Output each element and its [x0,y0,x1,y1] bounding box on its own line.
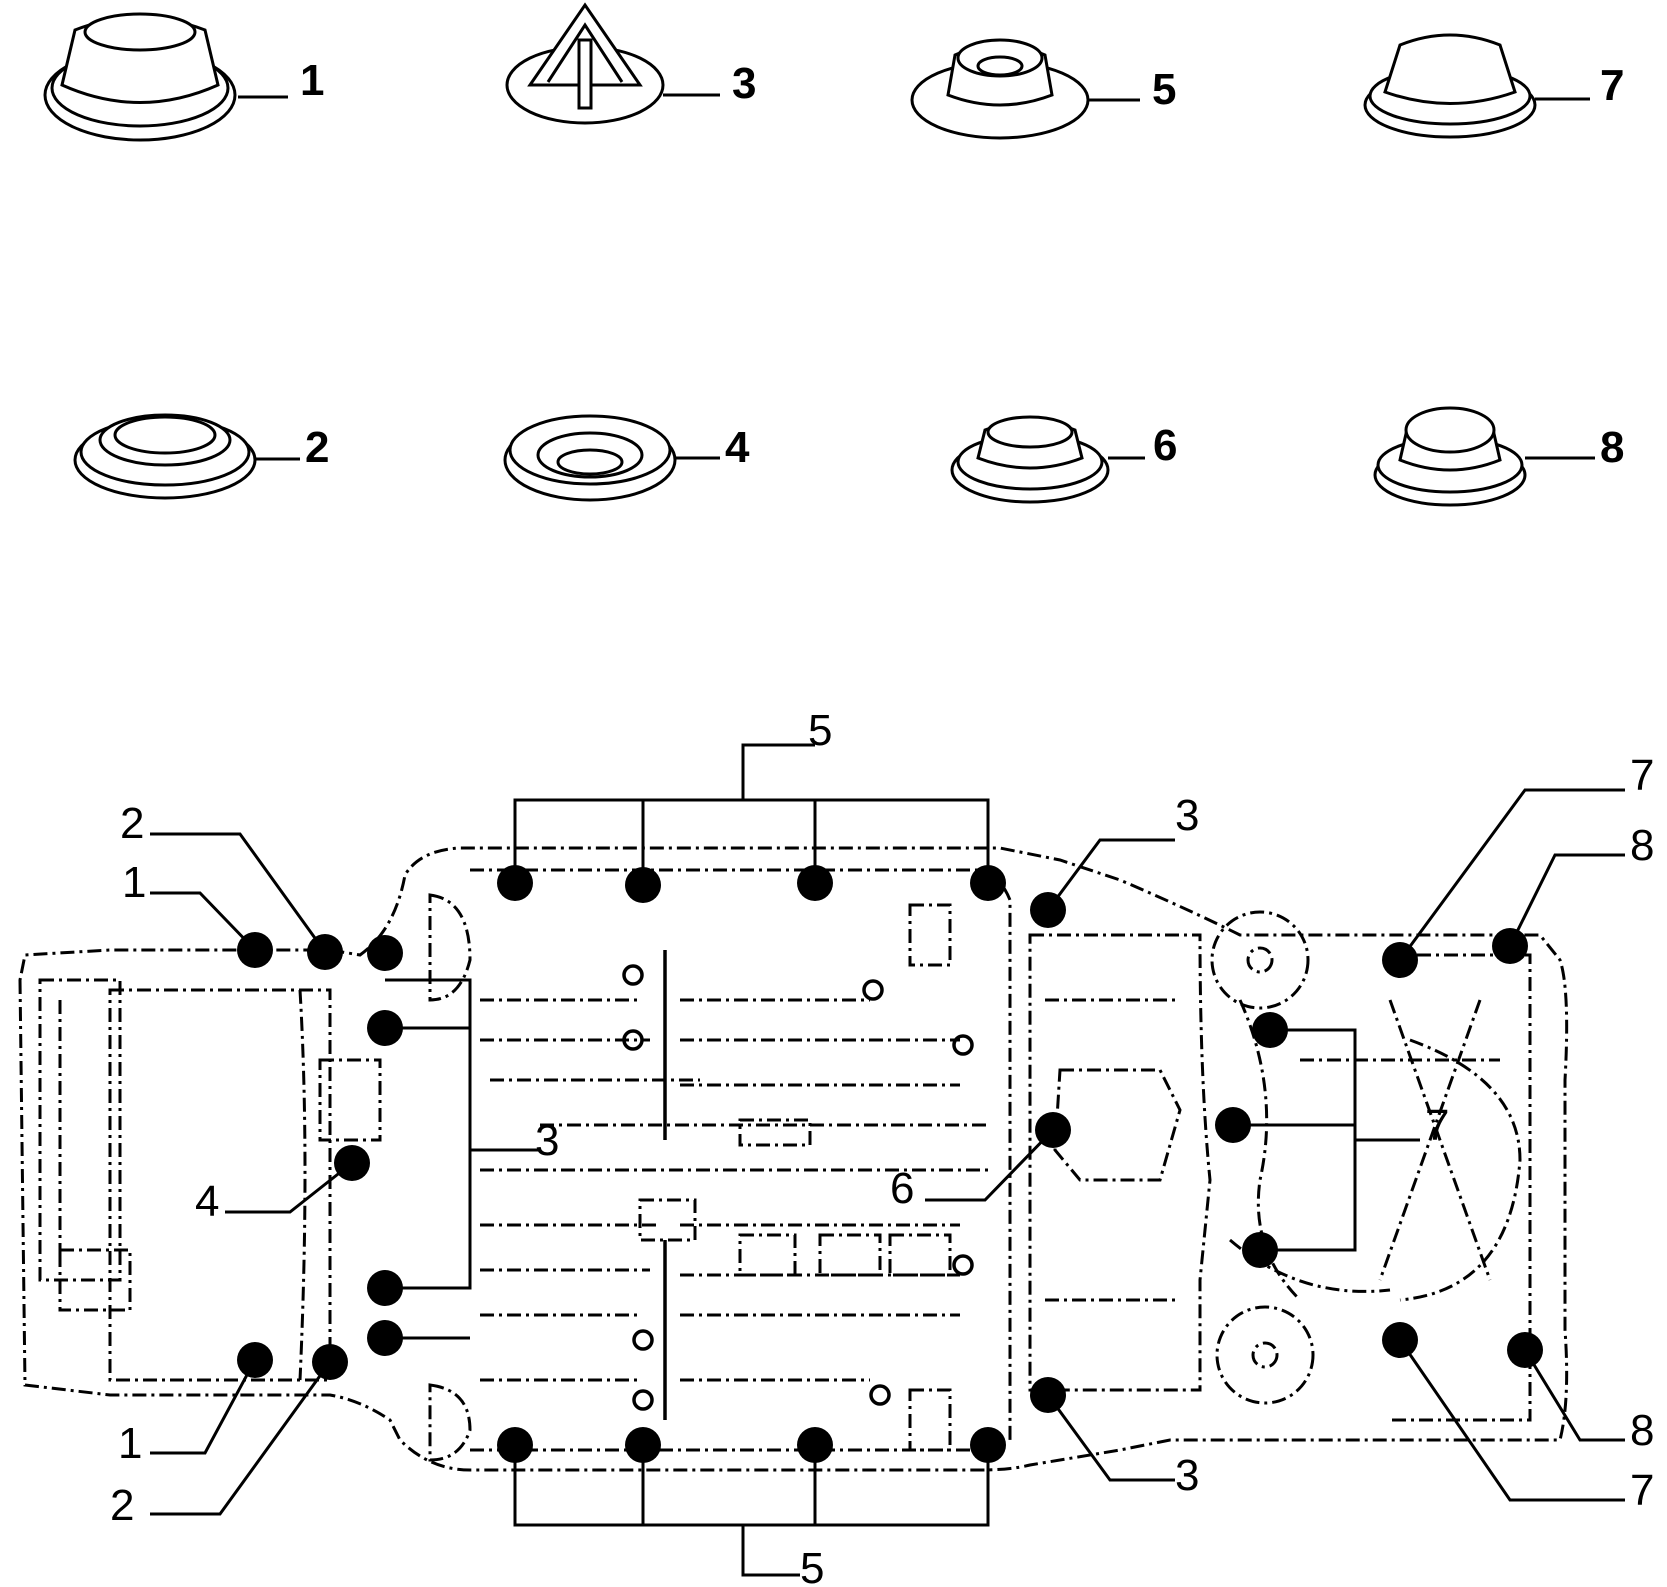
callout-center-6: 6 [890,1164,914,1213]
callout-right-7-mid: 7 [1425,1101,1449,1150]
part-5-icon [910,38,1090,140]
part-7-label: 7 [1600,61,1624,110]
part-6-icon [950,415,1110,504]
callout-left-1-top: 1 [122,858,146,907]
callout-bottom-5: 5 [800,1544,824,1587]
callout-left-1-bottom: 1 [118,1419,142,1468]
part-1-icon [43,12,237,142]
callout-left-2-bottom: 2 [110,1481,134,1530]
callout-right-3-bottom: 3 [1175,1451,1199,1500]
part-3-icon [505,2,665,125]
callout-left-2-top: 2 [120,799,144,848]
callout-right-7-top: 7 [1630,751,1654,800]
part-8-icon [1373,406,1527,507]
part-8-label: 8 [1600,423,1624,472]
leader-lines [150,743,1625,1577]
part-2-icon [73,413,257,500]
callout-right-8-top: 8 [1630,821,1654,870]
part-4-label: 4 [725,423,750,472]
part-7-icon [1363,33,1537,139]
part-2-label: 2 [305,423,329,472]
callout-center-3: 3 [535,1116,559,1165]
part-1-label: 1 [300,56,324,105]
clip-dot [367,935,403,971]
callout-left-4: 4 [195,1177,219,1226]
part-6-label: 6 [1153,421,1177,470]
part-5-label: 5 [1152,65,1176,114]
callout-right-8-bottom: 8 [1630,1406,1654,1455]
car-underbody [18,846,1569,1472]
part-4-icon [503,414,677,502]
callout-right-3-top: 3 [1175,791,1199,840]
callout-right-7-bottom: 7 [1630,1466,1654,1515]
callout-top-5: 5 [808,706,832,755]
part-3-label: 3 [732,59,756,108]
callout-labels: 5 5 2 1 1 2 3 4 6 3 3 7 8 7 8 7 [110,706,1654,1587]
